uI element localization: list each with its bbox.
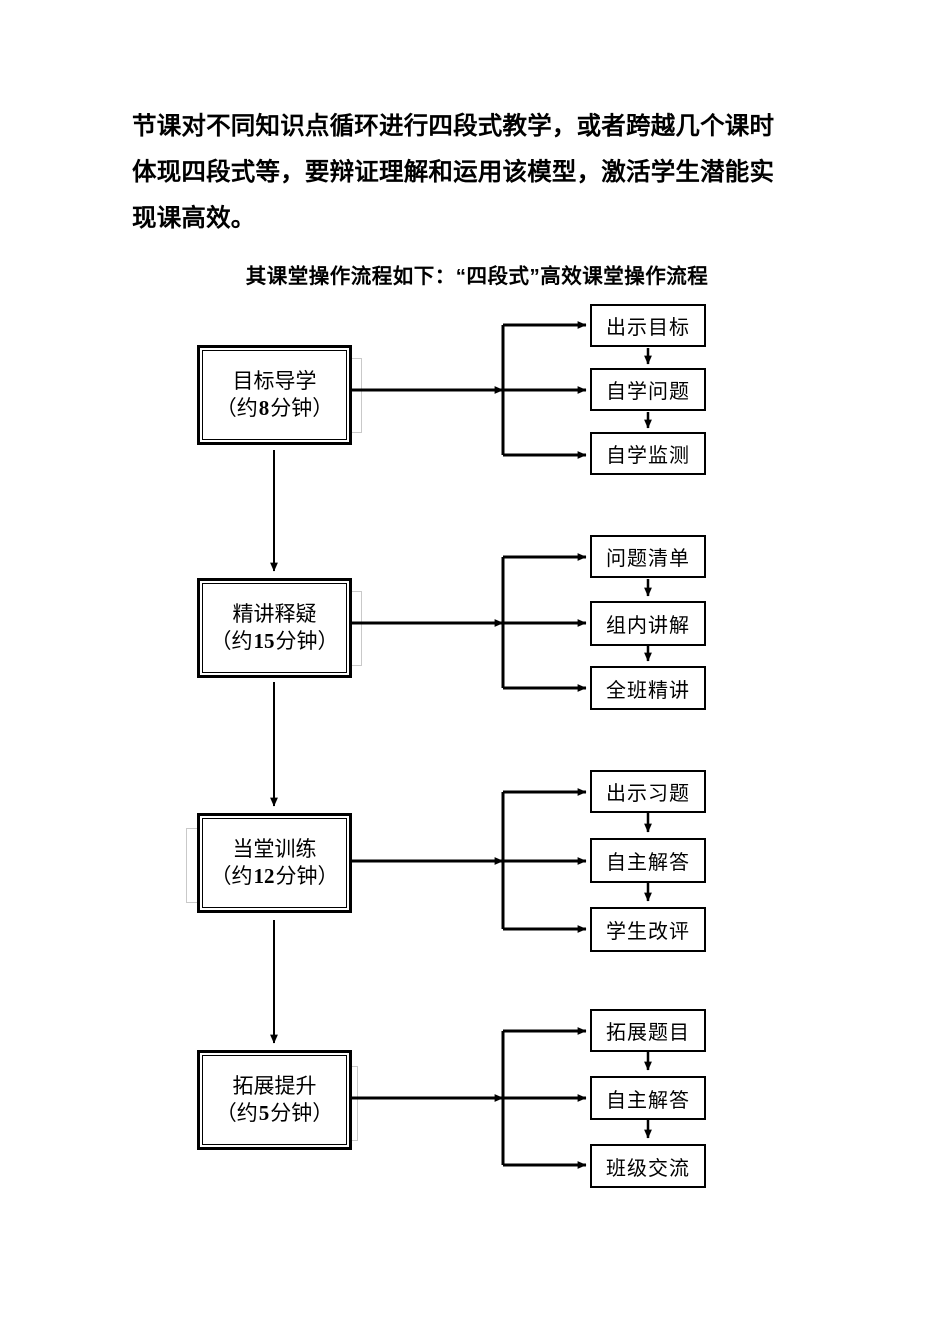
stage-2-duration-suffix: 分钟）	[275, 629, 339, 653]
stage-2-name: 精讲释疑	[232, 601, 317, 626]
stage-4-duration-suffix: 分钟）	[270, 1101, 334, 1125]
stage-1-duration: （约8分钟）	[216, 395, 334, 422]
stage-3-step-1-label: 出示习题	[606, 783, 690, 805]
stage-4-step-1[interactable]: 拓展题目	[590, 1009, 706, 1052]
stage-2-duration-value: 15	[253, 629, 275, 653]
stage-3-label: 当堂训练 （约12分钟）	[200, 816, 349, 910]
stage-2-box[interactable]: 精讲释疑 （约15分钟）	[197, 578, 352, 678]
stage-2-label: 精讲释疑 （约15分钟）	[200, 581, 349, 675]
body-paragraph: 节课对不同知识点循环进行四段式教学，或者跨越几个课时 体现四段式等，要辩证理解和…	[132, 104, 822, 242]
stage-4-step-1-label: 拓展题目	[606, 1022, 690, 1044]
stage-2-step-2[interactable]: 组内讲解	[590, 601, 706, 646]
stage-1-duration-suffix: 分钟）	[270, 396, 334, 420]
stage-4-duration-prefix: （约	[215, 1101, 258, 1125]
stage-1-step-3[interactable]: 自学监测	[590, 432, 706, 475]
stage-1-label: 目标导学 （约8分钟）	[200, 348, 349, 442]
stage-2-step-3[interactable]: 全班精讲	[590, 666, 706, 710]
stage-1-duration-prefix: （约	[215, 396, 258, 420]
stage-1-step-2[interactable]: 自学问题	[590, 368, 706, 411]
stage-3-step-2[interactable]: 自主解答	[590, 838, 706, 883]
stage-1-step-1[interactable]: 出示目标	[590, 304, 706, 347]
stage-3-duration-prefix: （约	[210, 864, 253, 888]
stage-4-box[interactable]: 拓展提升 （约5分钟）	[197, 1050, 352, 1150]
stage-3-step-2-label: 自主解答	[606, 852, 690, 874]
stage-3-duration-value: 12	[253, 864, 275, 888]
paragraph-line-3: 现课高效。	[132, 205, 256, 232]
stage-1-box[interactable]: 目标导学 （约8分钟）	[197, 345, 352, 445]
stage-1-duration-value: 8	[258, 396, 270, 420]
flowchart-caption: 其课堂操作流程如下：“四段式”高效课堂操作流程	[245, 265, 709, 288]
stage-2-step-1[interactable]: 问题清单	[590, 535, 706, 578]
stage-3-name: 当堂训练	[232, 836, 317, 861]
stage-2-step-1-label: 问题清单	[606, 548, 690, 570]
stage-2-step-2-label: 组内讲解	[606, 615, 690, 637]
stage-1-step-3-label: 自学监测	[606, 445, 690, 467]
stage-2-step-3-label: 全班精讲	[606, 679, 690, 702]
stage-4-duration: （约5分钟）	[216, 1100, 334, 1127]
stage-4-step-2[interactable]: 自主解答	[590, 1076, 706, 1120]
stage-4-label: 拓展提升 （约5分钟）	[200, 1053, 349, 1147]
stage-3-box[interactable]: 当堂训练 （约12分钟）	[197, 813, 352, 913]
stage-3-duration-suffix: 分钟）	[275, 864, 339, 888]
stage-3-duration: （约12分钟）	[211, 863, 339, 890]
stage-1-step-1-label: 出示目标	[606, 317, 690, 339]
stage-3-step-1[interactable]: 出示习题	[590, 770, 706, 813]
stage-4-step-3-label: 班级交流	[606, 1157, 690, 1180]
stage-4-name: 拓展提升	[232, 1073, 317, 1098]
stage-1-name: 目标导学	[232, 368, 317, 393]
stage-3-step-3-label: 学生改评	[606, 921, 690, 943]
stage-1-step-2-label: 自学问题	[606, 381, 690, 403]
stage-4-step-3[interactable]: 班级交流	[590, 1144, 706, 1188]
stage-2-duration: （约15分钟）	[211, 628, 339, 655]
paragraph-line-1: 节课对不同知识点循环进行四段式教学，或者跨越几个课时	[132, 113, 775, 140]
stage-2-duration-prefix: （约	[210, 629, 253, 653]
stage-3-step-3[interactable]: 学生改评	[590, 907, 706, 952]
paragraph-line-2: 体现四段式等，要辩证理解和运用该模型，激活学生潜能实	[132, 159, 775, 186]
stage-4-duration-value: 5	[258, 1101, 270, 1125]
stage-4-step-2-label: 自主解答	[606, 1089, 690, 1112]
